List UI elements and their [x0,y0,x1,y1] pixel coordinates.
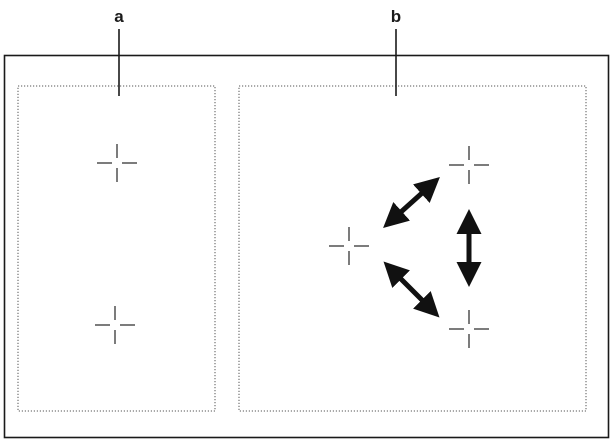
crosshair-icon [95,306,135,344]
crosshair-icon [329,227,369,265]
panel-a-dotted-border [17,85,216,412]
panel-a-label: a [114,7,124,26]
crosshair-icon [449,310,489,348]
crosshair-icon [97,144,137,182]
panel-a: a [17,7,216,412]
panel-b-label: b [391,7,401,26]
outer-frame [3,54,610,439]
double-arrow-icon [383,176,440,229]
panel-b: b [238,7,587,412]
crosshair-icon [449,146,489,184]
double-arrow-icon [383,261,440,318]
panel-b-dotted-border [238,85,587,412]
